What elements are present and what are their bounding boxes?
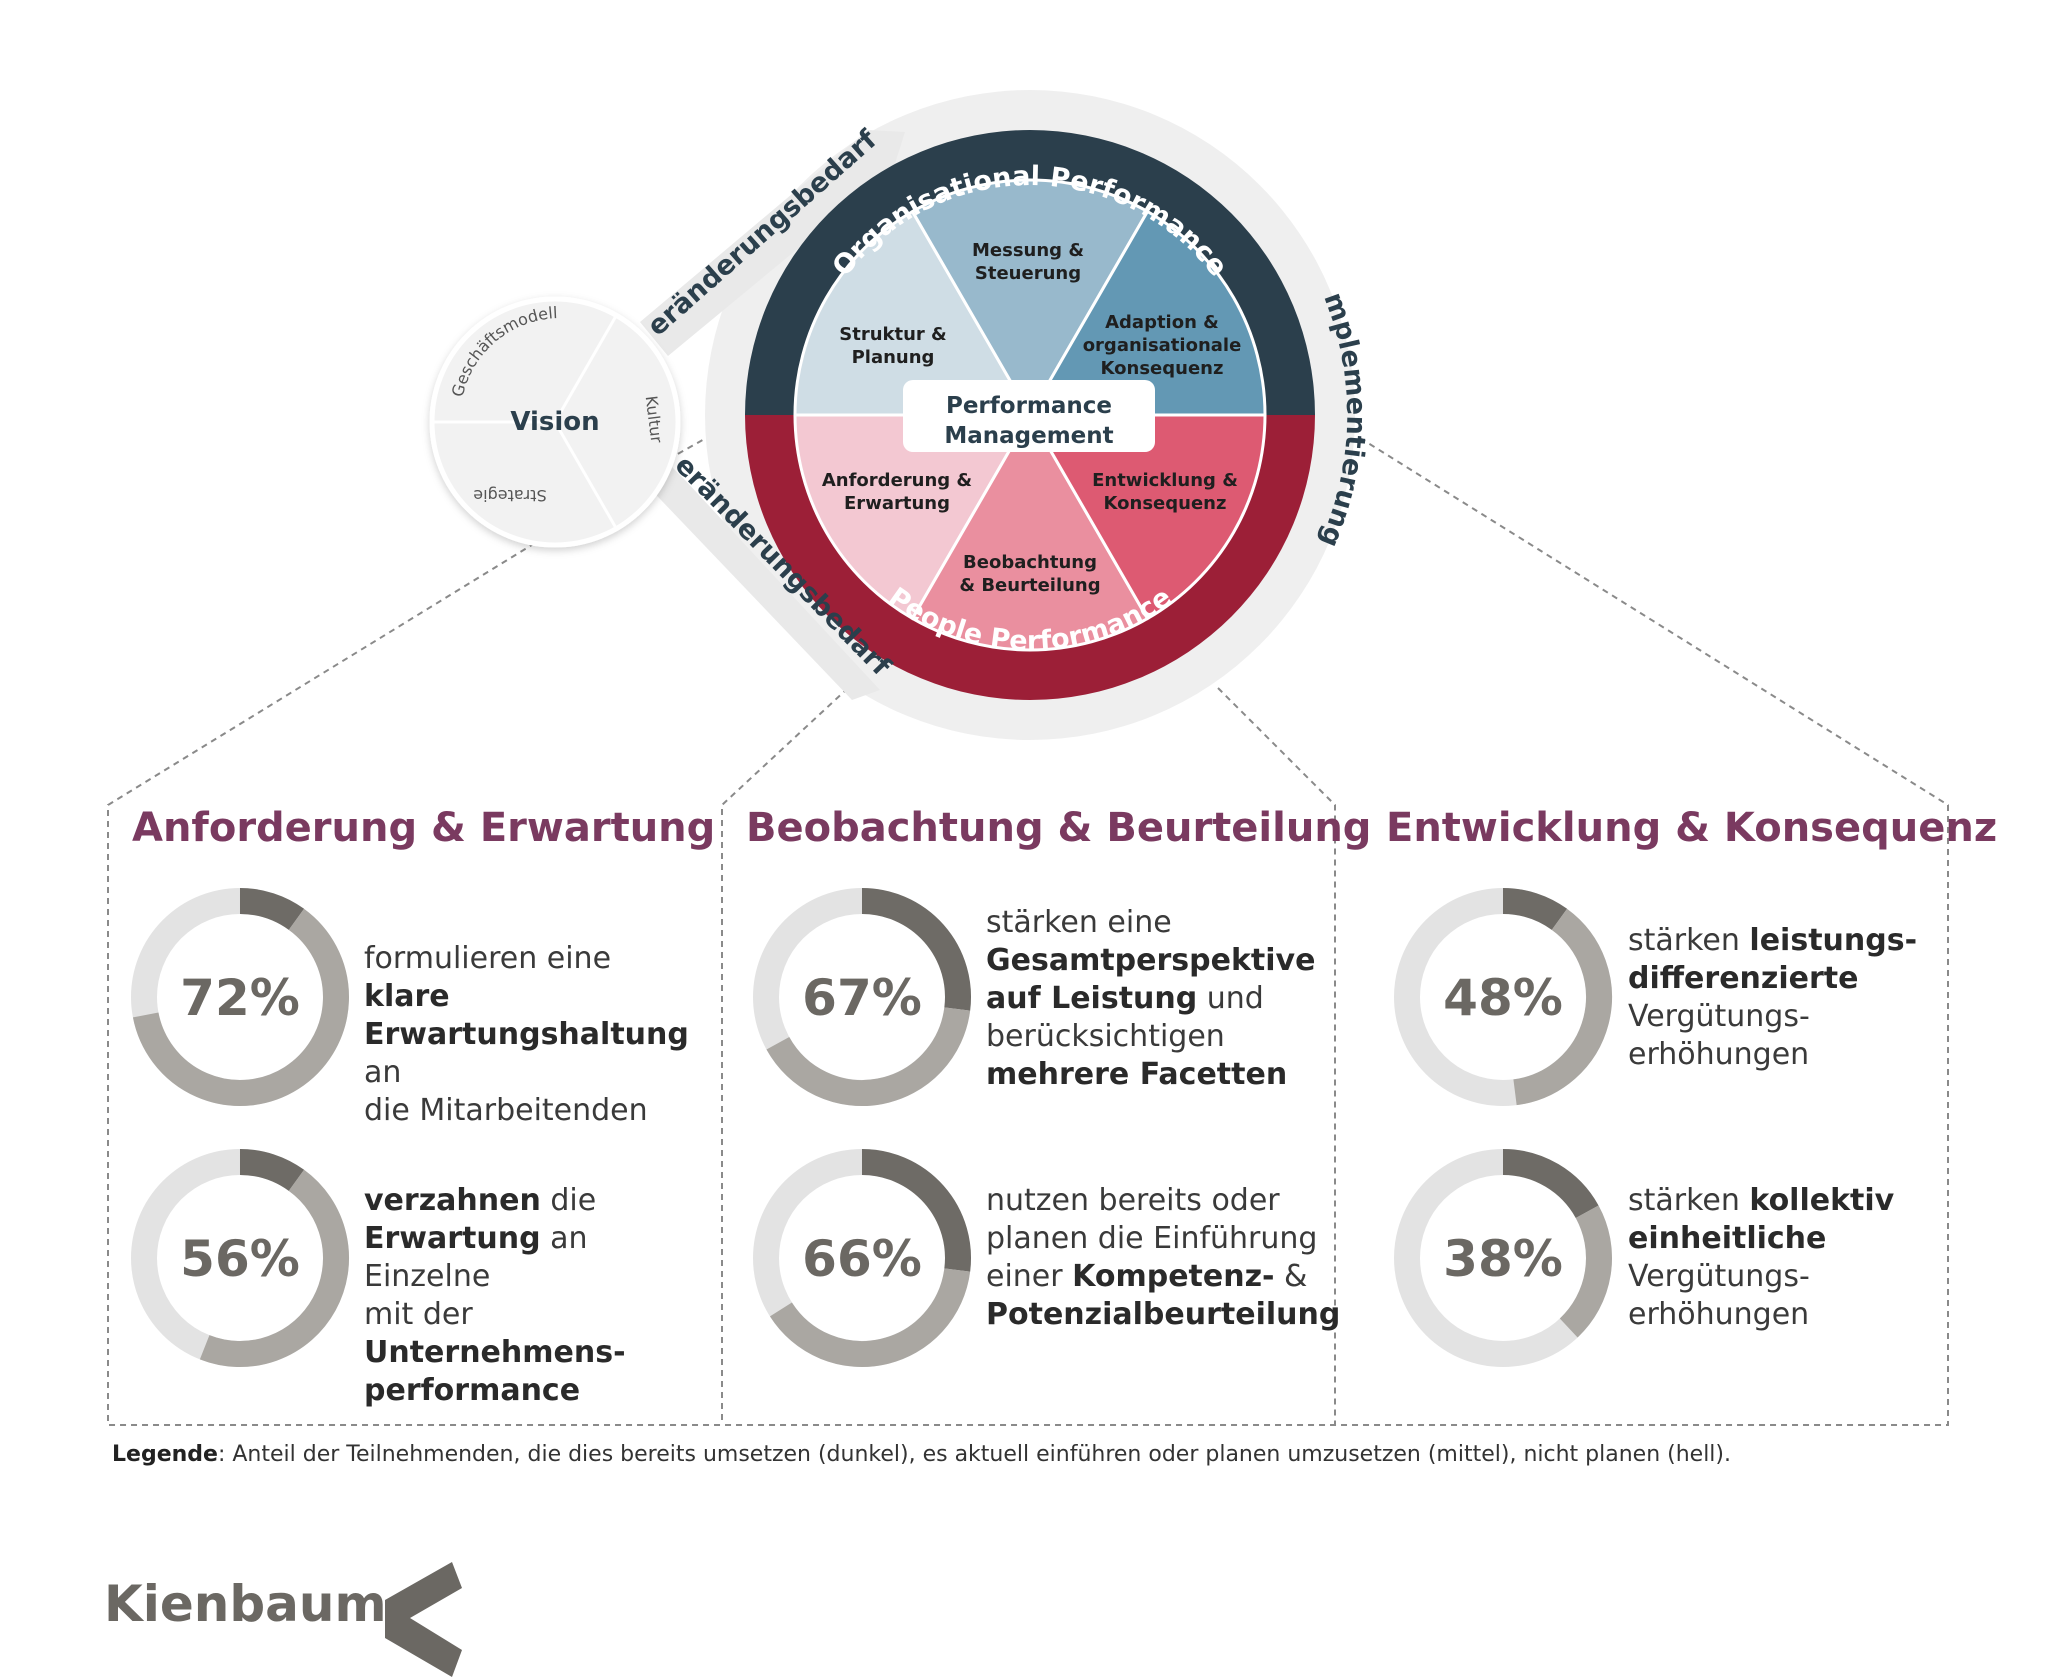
- stat-line: stärken eine: [986, 905, 1172, 940]
- stat-line: stärken leistungs-: [1628, 923, 1918, 958]
- donut-56: 56%: [131, 1149, 350, 1367]
- stat-line: auf Leistung und: [986, 981, 1264, 1016]
- donut-mid-arc: [1513, 908, 1612, 1106]
- segment-label-beobachtung-2: & Beurteilung: [959, 575, 1100, 596]
- donut-mid-arc: [199, 1169, 350, 1367]
- stat-line: Erwartungshaltung an: [364, 1017, 689, 1090]
- segment-struktur: [793, 209, 1033, 417]
- stat-line: Erwartung an Einzelne: [364, 1221, 588, 1294]
- donut-72: 72%: [131, 888, 349, 1106]
- stat-line: mit der Unternehmens-: [364, 1297, 626, 1370]
- donut-value-label: 56%: [180, 1230, 300, 1288]
- center-label-1: Performance: [946, 393, 1112, 419]
- donut-66: 66%: [753, 1149, 971, 1367]
- organisational-performance-band: [745, 130, 1315, 415]
- section-title-anforderung: Anforderung & Erwartung: [132, 805, 716, 851]
- donut-mid-arc: [769, 1268, 971, 1367]
- donut-value-label: 38%: [1443, 1230, 1563, 1288]
- brand-name: Kienbaum: [104, 1575, 387, 1633]
- wheel-segments: [793, 178, 1267, 652]
- segment-label-entwicklung-2: Konsequenz: [1104, 493, 1227, 514]
- segment-label-adaption-2: organisationale: [1083, 335, 1242, 356]
- stat-line: formulieren eine klare: [364, 941, 612, 1014]
- vision-wheel: Vision Geschäftsmodell Kultur Strategie: [429, 296, 681, 548]
- center-box: [903, 380, 1155, 452]
- donut-dark-arc: [861, 1149, 971, 1272]
- donut-value-label: 72%: [180, 969, 300, 1027]
- donut-charts: 72% 56% 67% 66% 48% 38%: [131, 888, 1612, 1367]
- segment-label-beobachtung-1: Beobachtung: [963, 552, 1097, 573]
- segment-label-struktur-1: Struktur &: [839, 324, 947, 345]
- donut-mid-arc: [1559, 1205, 1612, 1338]
- segment-adaption: [1027, 209, 1267, 417]
- section-title-entwicklung: Entwicklung & Konsequenz: [1386, 805, 1998, 851]
- stat-line: berücksichtigen: [986, 1019, 1225, 1054]
- change-arrow-top: [640, 130, 905, 356]
- stat-line: erhöhungen: [1628, 1037, 1810, 1072]
- stat-line: verzahnen die: [364, 1183, 597, 1218]
- stat-line: performance: [364, 1373, 581, 1408]
- donut-mid-arc: [132, 908, 349, 1106]
- segment-beobachtung: [910, 412, 1150, 652]
- segment-label-anforderung-2: Erwartung: [844, 493, 950, 514]
- legend-text: : Anteil der Teilnehmenden, die dies ber…: [217, 1442, 1731, 1467]
- stat-line: Potenzialbeurteilung: [986, 1297, 1341, 1332]
- donut-dark-arc: [1502, 1149, 1599, 1219]
- segment-entwicklung: [1027, 413, 1267, 621]
- segment-label-struktur-2: Planung: [852, 347, 935, 368]
- segment-label-messung-1: Messung &: [972, 240, 1084, 261]
- stat-line: die Mitarbeitenden: [364, 1093, 648, 1128]
- stat-line: mehrere Facetten: [986, 1057, 1288, 1092]
- legend: Legende: Anteil der Teilnehmenden, die d…: [112, 1442, 1731, 1467]
- stat-line: stärken kollektiv: [1628, 1183, 1895, 1218]
- donut-dark-arc: [861, 888, 971, 1011]
- kienbaum-logo-mark: [385, 1562, 462, 1677]
- change-arrow-bottom: [640, 450, 880, 700]
- vision-strategie-label: Strategie: [473, 486, 546, 505]
- stat-line: planen die Einführung: [986, 1221, 1318, 1256]
- segment-label-anforderung-1: Anforderung &: [822, 470, 972, 491]
- donut-value-label: 67%: [802, 969, 922, 1027]
- donut-mid-arc: [766, 1007, 971, 1106]
- segment-label-adaption-3: Konsequenz: [1101, 358, 1224, 379]
- stat-line: einer Kompetenz- &: [986, 1259, 1308, 1294]
- center-label-2: Management: [944, 423, 1113, 449]
- stat-line: Vergütungs-: [1628, 1259, 1810, 1294]
- legend-bold: Legende: [112, 1442, 218, 1467]
- stat-line: erhöhungen: [1628, 1297, 1810, 1332]
- stat-line: Gesamtperspektive: [986, 943, 1316, 978]
- donut-67: 67%: [753, 888, 971, 1106]
- segment-anforderung: [793, 413, 1033, 621]
- donut-48: 48%: [1394, 888, 1612, 1106]
- segment-messung: [910, 178, 1150, 418]
- donut-value-label: 66%: [802, 1230, 922, 1288]
- stat-line: nutzen bereits oder: [986, 1183, 1280, 1218]
- donut-dark-arc: [239, 888, 305, 931]
- segment-label-messung-2: Steuerung: [975, 263, 1081, 284]
- donut-dark-arc: [1502, 888, 1568, 931]
- donut-value-label: 48%: [1443, 969, 1563, 1027]
- donut-38: 38%: [1394, 1149, 1612, 1367]
- vision-label: Vision: [510, 407, 599, 437]
- segment-label-entwicklung-1: Entwicklung &: [1092, 470, 1238, 491]
- people-performance-band: [745, 415, 1315, 700]
- stat-line: einheitliche: [1628, 1221, 1827, 1256]
- segment-label-adaption-1: Adaption &: [1105, 312, 1219, 333]
- stat-line: Vergütungs-: [1628, 999, 1810, 1034]
- donut-dark-arc: [239, 1149, 305, 1192]
- section-title-beobachtung: Beobachtung & Beurteilung: [746, 805, 1372, 851]
- stat-line: differenzierte: [1628, 961, 1859, 996]
